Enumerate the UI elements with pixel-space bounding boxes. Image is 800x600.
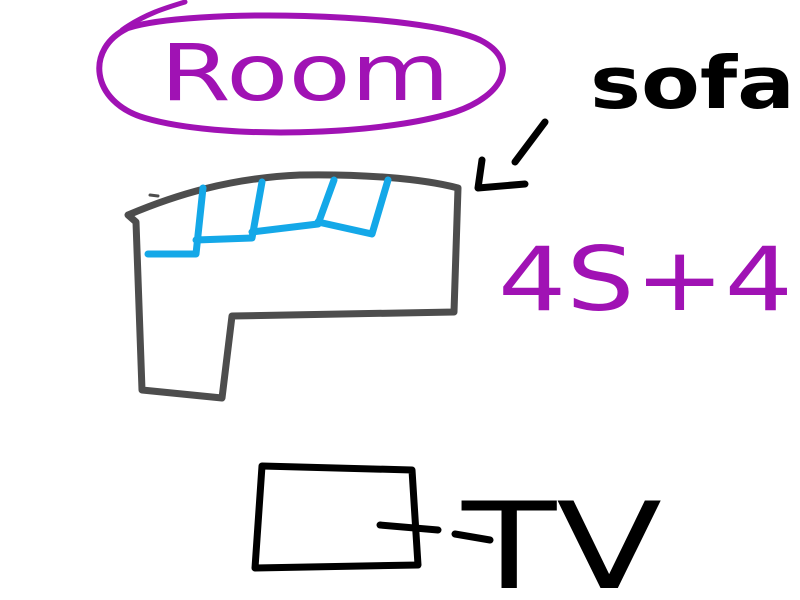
title-text: Room	[160, 29, 450, 119]
title-oval	[96, 12, 506, 136]
middle-text: 4S+4	[498, 228, 793, 331]
sofa-cushions	[144, 176, 392, 258]
sofa-label: sofa	[590, 41, 795, 125]
title-oval-tail	[119, 0, 188, 33]
tv-rectangle	[251, 462, 422, 572]
title-group: Room	[96, 0, 506, 136]
sofa-seam	[148, 193, 160, 198]
sofa-outline	[124, 171, 462, 402]
sofa-arrow-head	[474, 156, 529, 192]
tv-arrow	[376, 521, 494, 544]
tv-label: TV	[461, 478, 662, 600]
sofa-arrow-shaft	[511, 118, 549, 166]
sofa-arrow	[474, 118, 549, 192]
